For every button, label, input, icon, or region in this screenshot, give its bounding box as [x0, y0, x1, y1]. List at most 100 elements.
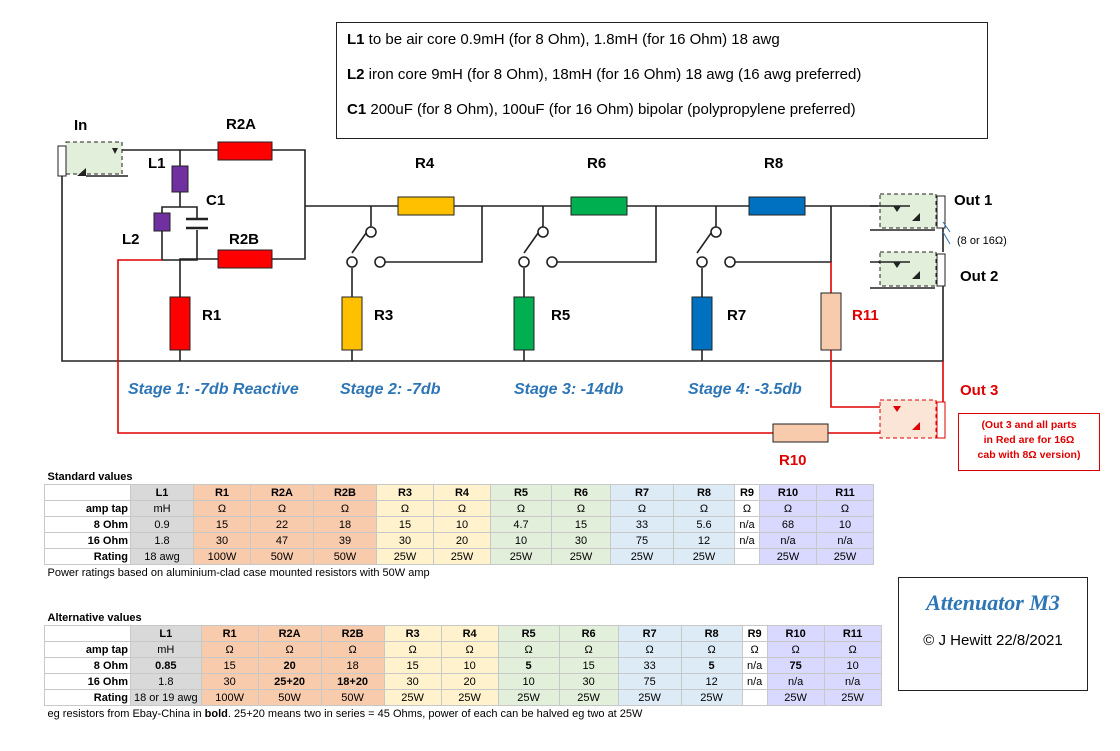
- resistor-r8: [748, 196, 806, 216]
- table-cell: 15: [376, 516, 434, 533]
- table-cell: 25W: [759, 548, 817, 565]
- table-cell: 25W: [766, 689, 825, 706]
- table-cell: 33: [610, 516, 674, 533]
- row-header: amp tap: [44, 500, 131, 517]
- table-cell: Ω: [558, 641, 619, 658]
- table-cell: 10: [497, 673, 560, 690]
- stage-4-label: Stage 4: -3.5db: [688, 381, 802, 398]
- col-header-r7: R7: [610, 484, 674, 501]
- table-cell: 0.9: [130, 516, 194, 533]
- table-cell: Ω: [376, 500, 434, 517]
- resistor-r2a: [217, 141, 273, 161]
- table-cell: 25W: [673, 548, 735, 565]
- table-cell: 15: [558, 657, 619, 674]
- table-cell: 20: [433, 532, 491, 549]
- component-notes: L1 to be air core 0.9mH (for 8 Ohm), 1.8…: [336, 22, 988, 139]
- col-header-r4: R4: [440, 625, 499, 642]
- table-cell: n/a: [734, 516, 760, 533]
- table-cell: n/a: [734, 532, 760, 549]
- table-cell: 15: [200, 657, 259, 674]
- col-header-r6: R6: [551, 484, 611, 501]
- out1-jack: [879, 193, 937, 229]
- row-header: 8 Ohm: [44, 516, 131, 533]
- label-l2: L2: [122, 231, 140, 248]
- table-cell: Ω: [320, 641, 385, 658]
- table-cell: 25W: [610, 548, 674, 565]
- table-cell: 0.85: [130, 657, 202, 674]
- resistor-r10: [772, 423, 829, 443]
- credit-copyright: © J Hewitt 22/8/2021: [923, 632, 1063, 649]
- table-cell: Ω: [433, 500, 491, 517]
- table-cell: 25W: [558, 689, 619, 706]
- table-cell: 5: [680, 657, 743, 674]
- note-l2: L2 iron core 9mH (for 8 Ohm), 18mH (for …: [347, 66, 862, 83]
- label-r4: R4: [415, 155, 435, 172]
- table-cell: 25W: [551, 548, 611, 565]
- resistor-r2b: [217, 249, 273, 269]
- table-cell: 15: [383, 657, 442, 674]
- col-header-r1: R1: [193, 484, 251, 501]
- table-cell: n/a: [759, 532, 817, 549]
- col-header-r11: R11: [816, 484, 874, 501]
- stage-2-label: Stage 2: -7db: [340, 381, 441, 398]
- table-cell: 25W: [823, 689, 882, 706]
- table-cell: 75: [766, 657, 825, 674]
- label-r11: R11: [852, 307, 879, 324]
- table-cell: 25W: [497, 689, 560, 706]
- row-header: 8 Ohm: [44, 657, 131, 674]
- table-cell: 20: [257, 657, 322, 674]
- table-cell: Ω: [490, 500, 552, 517]
- table-cell: 25W: [680, 689, 743, 706]
- label-l1: L1: [148, 155, 166, 172]
- table-cell: 15: [551, 516, 611, 533]
- table-cell: 5: [497, 657, 560, 674]
- header-corner: [44, 484, 131, 501]
- table-cell: n/a: [766, 673, 825, 690]
- table-cell: 50W: [257, 689, 322, 706]
- standard-footnote: Power ratings based on aluminium-clad ca…: [47, 566, 430, 579]
- resistor-r5: [513, 296, 535, 351]
- table-cell: 25W: [433, 548, 491, 565]
- table-cell: Ω: [610, 500, 674, 517]
- table-cell: 25W: [383, 689, 442, 706]
- table-cell: Ω: [741, 641, 768, 658]
- table-cell: 30: [551, 532, 611, 549]
- table-cell: 50W: [250, 548, 314, 565]
- table-cell: Ω: [497, 641, 560, 658]
- table-cell: 25W: [490, 548, 552, 565]
- table-cell: 22: [250, 516, 314, 533]
- table-cell: 5.6: [673, 516, 735, 533]
- table-cell: 1.8: [130, 673, 202, 690]
- col-header-r6: R6: [558, 625, 619, 642]
- input-jack: [65, 141, 123, 175]
- table-cell: 75: [617, 673, 682, 690]
- table-cell: 10: [490, 532, 552, 549]
- table-cell: n/a: [823, 673, 882, 690]
- label-r2b: R2B: [229, 231, 260, 248]
- table-cell: Ω: [193, 500, 251, 517]
- col-header-r8: R8: [673, 484, 735, 501]
- out2-jack: [879, 251, 937, 287]
- table-cell: 30: [558, 673, 619, 690]
- alternative-caption: Alternative values: [47, 611, 142, 624]
- table-cell: 12: [680, 673, 743, 690]
- label-out1: Out 1: [954, 192, 993, 209]
- table-cell: n/a: [816, 532, 874, 549]
- col-header-r5: R5: [490, 484, 552, 501]
- credit-title: Attenuator M3: [926, 590, 1060, 615]
- table-cell: 33: [617, 657, 682, 674]
- table-cell: Ω: [200, 641, 259, 658]
- table-cell: n/a: [741, 657, 768, 674]
- col-header-r1: R1: [200, 625, 259, 642]
- table-cell: 25W: [816, 548, 874, 565]
- col-header-r9: R9: [734, 484, 760, 501]
- table-cell: 75: [610, 532, 674, 549]
- col-header-r10: R10: [766, 625, 825, 642]
- inductor-l2: [153, 212, 171, 232]
- stage-3-label: Stage 3: -14db: [514, 381, 624, 398]
- row-header: Rating: [44, 548, 131, 565]
- label-c1: C1: [206, 192, 226, 209]
